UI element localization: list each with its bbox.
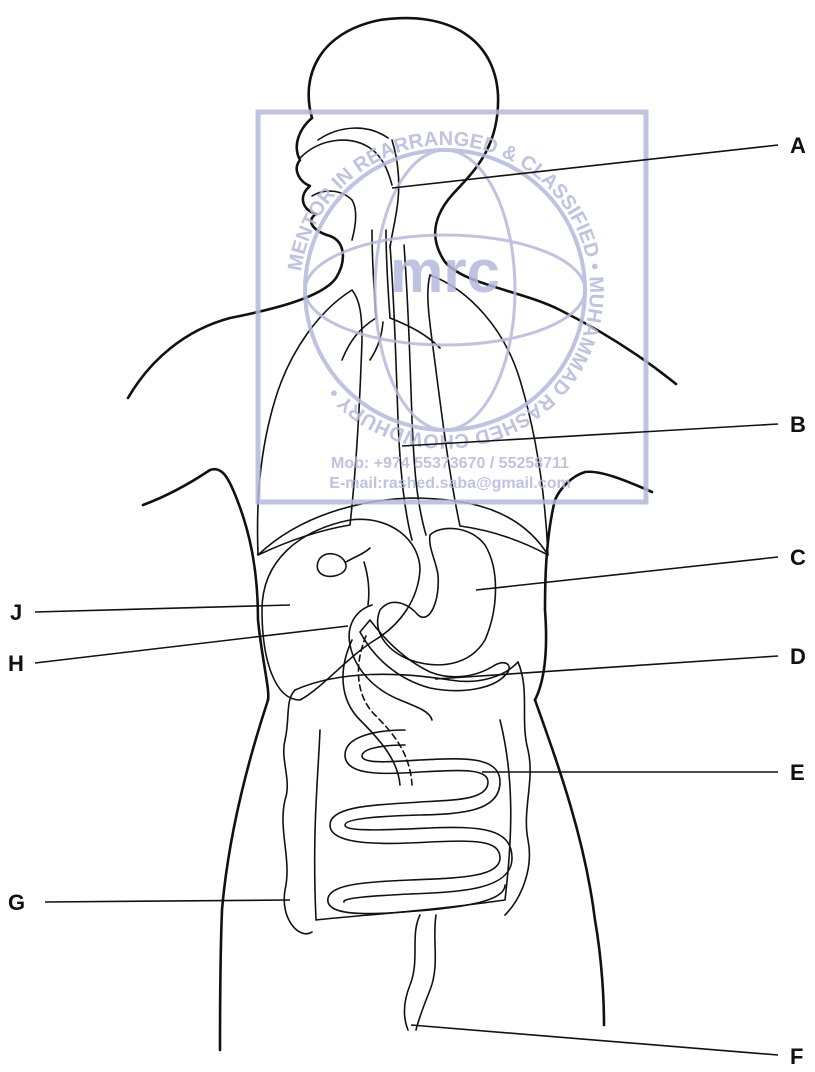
bile-duct <box>346 548 370 605</box>
watermark-email: E-mail:rashed.saba@gmail.com <box>329 475 570 492</box>
bronchi <box>342 318 440 360</box>
right-waist <box>535 700 604 1025</box>
label-D: D <box>790 644 806 669</box>
leader-J <box>35 605 290 612</box>
pancreas <box>360 620 509 691</box>
watermark-logo: mrc <box>390 238 500 305</box>
head-outline <box>309 18 676 384</box>
leader-F <box>411 1025 778 1055</box>
small-intestine-link-right <box>358 636 412 785</box>
abdomen <box>262 519 530 1030</box>
gall-bladder <box>317 554 346 577</box>
leader-C <box>476 557 778 590</box>
leader-G <box>45 900 290 902</box>
left-waist <box>220 700 268 1050</box>
label-A: A <box>790 133 806 158</box>
label-G: G <box>8 890 25 915</box>
label-B: B <box>790 412 806 437</box>
label-C: C <box>790 545 806 570</box>
label-E: E <box>790 760 805 785</box>
ascending-colon <box>283 690 312 934</box>
leader-D <box>435 656 778 679</box>
label-F: F <box>790 1044 803 1069</box>
rectum <box>405 915 437 1030</box>
stomach <box>378 528 496 664</box>
label-H: H <box>8 651 24 676</box>
colon-inner <box>315 720 511 920</box>
left-shoulder <box>143 469 268 700</box>
leader-H <box>35 626 348 663</box>
diaphragm <box>258 498 548 555</box>
label-J: J <box>10 600 22 625</box>
watermark-mobile: Mob: +974 55373670 / 55258711 <box>331 455 569 472</box>
palate <box>318 128 388 140</box>
small-intestine-coils <box>328 730 505 914</box>
descending-colon <box>505 662 530 915</box>
small-intestine-link-left <box>343 640 400 785</box>
